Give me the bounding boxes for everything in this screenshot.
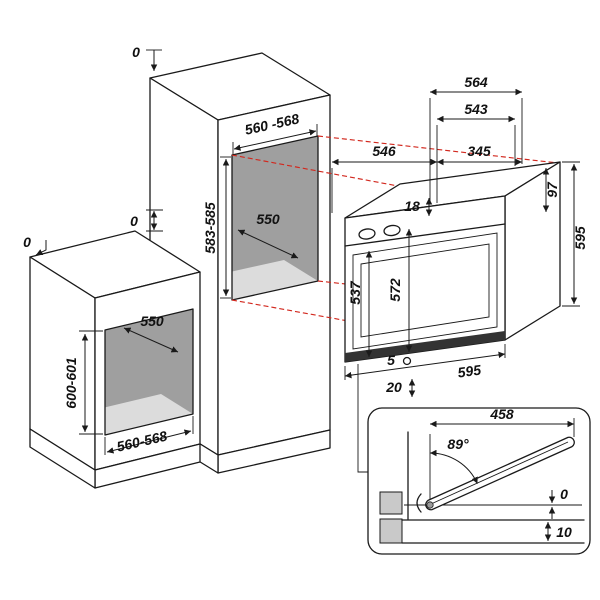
- base-plinth-side: [29, 428, 96, 489]
- dim-door-projection: 458: [489, 406, 514, 422]
- oven-door-outline: [352, 232, 498, 350]
- door-detail-inset: 89° 458 0 10: [367, 406, 591, 555]
- open-door-panel: [425, 436, 575, 511]
- niche-width-dim-line: [233, 129, 317, 151]
- dim-oven-depth-body: 543: [464, 101, 488, 117]
- base-cabinet: [29, 230, 201, 489]
- dim-oven-depth-with-door: 546: [372, 143, 396, 159]
- dim-door-flush-offset: 0: [560, 486, 568, 502]
- oven-door-glass: [360, 243, 490, 338]
- alignment-line-top-left: [231, 154, 399, 187]
- oven: [344, 161, 561, 366]
- dim-oven-side-height: 595: [572, 226, 588, 250]
- oven-foot-marker: [402, 356, 412, 366]
- dim-base-clearance-top: 0: [23, 234, 31, 250]
- dim-oven-bottom-offset: 20: [385, 379, 402, 395]
- alignment-line-top-right: [317, 135, 559, 164]
- dim-door-lower-offset: 10: [556, 524, 572, 540]
- dim-oven-top-offset: 18: [404, 198, 420, 214]
- niche-width-dim-line: [106, 429, 192, 454]
- width-dim-line: [344, 351, 506, 379]
- dim-oven-front-height: 537: [347, 280, 363, 305]
- base-niche-floor: [105, 394, 193, 435]
- niche-depth-dim-line: [237, 229, 299, 259]
- zero-top-arrow: [35, 240, 47, 256]
- hinge-pivot: [426, 501, 434, 509]
- hinge-hook: [416, 493, 422, 513]
- base-niche-opening: [104, 308, 194, 436]
- dim-base-niche-depth: 550: [140, 313, 164, 329]
- dim-oven-width: 595: [457, 361, 483, 380]
- opening-angle-arc: [429, 449, 478, 484]
- dim-oven-fascia-height: 97: [544, 181, 560, 198]
- dim-column-niche-depth: 550: [256, 211, 280, 227]
- dim-oven-body-height: 572: [387, 278, 403, 302]
- column-niche-back-wall: [232, 136, 318, 300]
- oven-control-panel-bottom-edge: [344, 223, 506, 247]
- dim-column-niche-height: 583-585: [202, 202, 218, 254]
- dim-base-niche-height: 600-601: [63, 357, 79, 409]
- oven-knob-left: [358, 228, 376, 240]
- dim-column-clearance-top: 0: [132, 44, 140, 60]
- dim-oven-top-depth: 345: [467, 143, 491, 159]
- dim-door-opening-angle: 89°: [447, 436, 469, 452]
- worktop-section-block: [379, 491, 403, 515]
- dim-column-clearance-side: 0: [130, 213, 138, 229]
- oven-dimensions: 564 543 546 345 18 97 537 572 595 595 5 …: [331, 74, 588, 473]
- dim-oven-foot-marker: 5: [387, 352, 395, 368]
- worktop-section-block: [379, 518, 403, 544]
- dim-oven-depth-total: 564: [464, 74, 488, 90]
- column-niche-floor: [232, 260, 318, 300]
- detail-leader-line: [357, 364, 368, 473]
- niche-depth-dim-line: [123, 327, 179, 353]
- oven-knob-right: [383, 224, 401, 237]
- door-inner-line: [430, 441, 569, 505]
